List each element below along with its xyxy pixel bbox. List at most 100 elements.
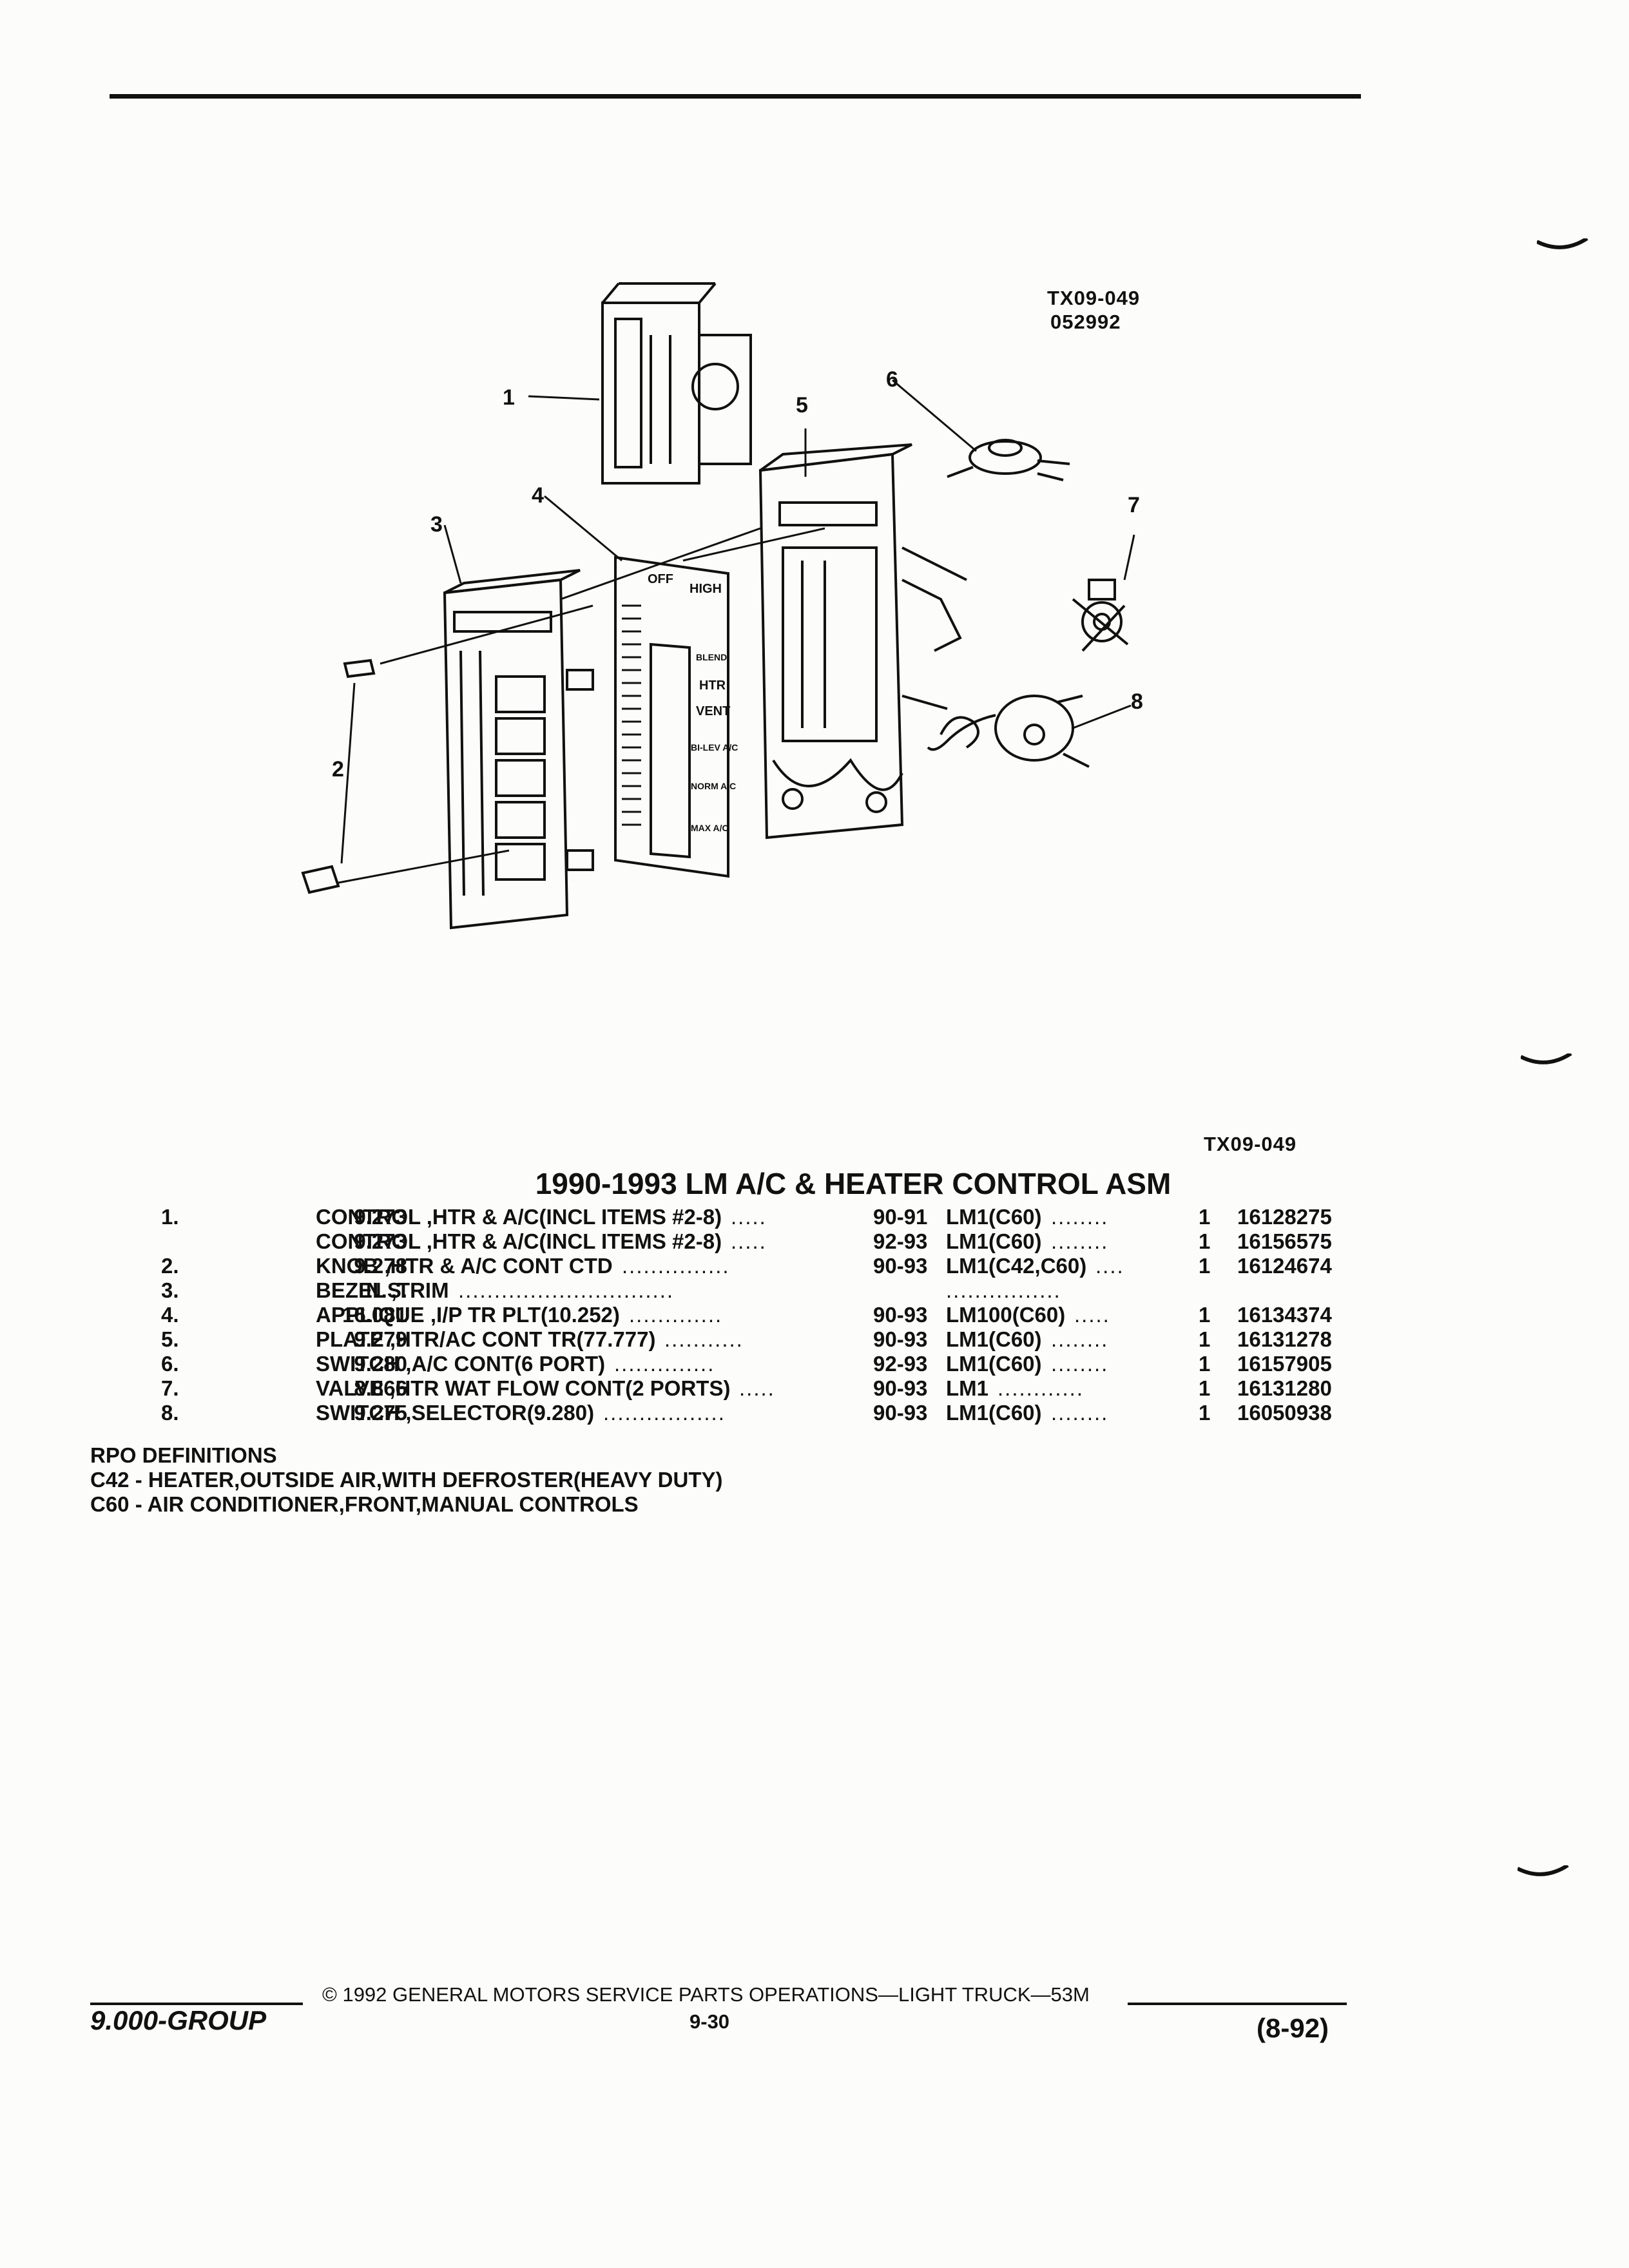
figure-ref-date: 052992	[1050, 311, 1121, 333]
part-model: LM1(C60)	[946, 1327, 1042, 1351]
part-group: 9.278	[354, 1254, 407, 1278]
part-years: 90-93	[873, 1401, 928, 1425]
part-qty: 1	[1199, 1254, 1211, 1278]
part-qty: 1	[1199, 1327, 1211, 1351]
callout-3: 3	[430, 512, 443, 537]
callout-8: 8	[1131, 689, 1143, 714]
part-group: 9.273	[354, 1229, 407, 1253]
leader-dots: ............	[998, 1376, 1084, 1400]
part-years: 90-91	[873, 1205, 928, 1229]
leader-dots: ................	[946, 1278, 1061, 1302]
part-group: 9.279	[354, 1327, 407, 1351]
leader-dots: .................	[603, 1401, 726, 1425]
part-number: 16131278	[1237, 1327, 1332, 1351]
footer-group: 9.000-GROUP	[90, 2005, 267, 2035]
figure-ref-code: TX09-049	[1047, 287, 1141, 309]
callout-4: 4	[532, 483, 544, 508]
part-index: 6.	[161, 1352, 179, 1376]
part-description: SWITCH ,A/C CONT(6 PORT)	[316, 1352, 606, 1376]
rpo-heading: RPO DEFINITIONS	[90, 1443, 277, 1467]
plate-drawing	[758, 443, 967, 840]
part-description: APPLIQUE ,I/P TR PLT(10.252)	[316, 1303, 620, 1327]
footer-rule-right	[1128, 2003, 1347, 2005]
valve-drawing	[1072, 579, 1129, 652]
part-description: KNOB ,HTR & A/C CONT CTD	[316, 1254, 613, 1278]
applique-drawing	[614, 555, 729, 878]
applique-label-bilev: BI-LEV A/C	[691, 742, 738, 753]
part-group: 8.866	[354, 1376, 407, 1400]
part-group: 9.273	[354, 1205, 407, 1229]
ac-switch-drawing	[947, 439, 1070, 481]
part-group: 9.280	[354, 1352, 407, 1376]
callout-2: 2	[332, 757, 344, 782]
part-number: 16131280	[1237, 1376, 1332, 1400]
footer-page-number: 9-30	[689, 2010, 730, 2033]
margin-mark	[1521, 1053, 1572, 1064]
leader-dots: .............	[629, 1303, 723, 1327]
part-description: CONTROL ,HTR & A/C(INCL ITEMS #2-8)	[316, 1205, 722, 1229]
part-years: 90-93	[873, 1254, 928, 1278]
caption-ref: TX09-049	[1204, 1133, 1297, 1155]
margin-mark	[1537, 238, 1588, 249]
leader-dots: ...............	[622, 1254, 730, 1278]
part-index: 8.	[161, 1401, 179, 1425]
part-qty: 1	[1199, 1229, 1211, 1253]
leader-dots: ........	[1051, 1205, 1109, 1229]
part-years: 92-93	[873, 1352, 928, 1376]
part-group: 16.081	[342, 1303, 407, 1327]
part-index: 1.	[161, 1205, 179, 1229]
applique-label-blend: BLEND	[696, 652, 727, 662]
part-description: VALVE ,HTR WAT FLOW CONT(2 PORTS)	[316, 1376, 731, 1400]
bezel-drawing	[443, 569, 594, 930]
rpo-item-c42: C42 - HEATER,OUTSIDE AIR,WITH DEFROSTER(…	[90, 1468, 723, 1492]
margin-mark	[1518, 1865, 1569, 1876]
leader-dots: ........	[1051, 1327, 1109, 1351]
leader-dots: ........	[1051, 1401, 1109, 1425]
exploded-diagram: OFF HIGH BLEND HTR VENT BI-LEV A/C NORM …	[301, 282, 1143, 930]
part-description: SWITCH ,SELECTOR(9.280)	[316, 1401, 595, 1425]
part-qty: 1	[1199, 1205, 1211, 1229]
footer-date: (8-92)	[1257, 2013, 1329, 2043]
leader-dots: .....	[731, 1229, 767, 1253]
part-index: 5.	[161, 1327, 179, 1351]
part-qty: 1	[1199, 1352, 1211, 1376]
knob-drawing	[301, 658, 376, 894]
leader-dots: .....	[1074, 1303, 1110, 1327]
part-model: LM1(C60)	[946, 1205, 1042, 1229]
leader-dots: ........	[1051, 1352, 1109, 1376]
leader-dots: ....	[1095, 1254, 1124, 1278]
control-assembly-drawing	[601, 282, 752, 485]
callout-7: 7	[1128, 493, 1140, 517]
part-years: 92-93	[873, 1229, 928, 1253]
part-index: 4.	[161, 1303, 179, 1327]
part-number: 16157905	[1237, 1352, 1332, 1376]
part-years: 90-93	[873, 1303, 928, 1327]
part-index: 2.	[161, 1254, 179, 1278]
part-years: 90-93	[873, 1327, 928, 1351]
part-number: 16050938	[1237, 1401, 1332, 1425]
part-index: 7.	[161, 1376, 179, 1400]
part-number: 16134374	[1237, 1303, 1332, 1327]
part-index: 3.	[161, 1278, 179, 1302]
leader-dots: ..............................	[458, 1278, 675, 1302]
footer-rule-left	[90, 2003, 303, 2005]
part-number: 16128275	[1237, 1205, 1332, 1229]
page-title: 1990-1993 LM A/C & HEATER CONTROL ASM	[535, 1167, 1171, 1200]
part-model: LM1(C60)	[946, 1401, 1042, 1425]
callout-5: 5	[796, 393, 808, 418]
part-description: PLATE ,HTR/AC CONT TR(77.777)	[316, 1327, 656, 1351]
selector-switch-drawing	[927, 695, 1090, 768]
part-model: LM1(C60)	[946, 1352, 1042, 1376]
leader-dots: .....	[731, 1205, 767, 1229]
callout-1: 1	[503, 385, 515, 410]
part-qty: 1	[1199, 1376, 1211, 1400]
part-model: LM1(C42,C60)	[946, 1254, 1087, 1278]
footer-copyright: © 1992 GENERAL MOTORS SERVICE PARTS OPER…	[322, 1983, 1090, 2006]
applique-label-off: OFF	[648, 572, 673, 586]
part-qty: 1	[1199, 1401, 1211, 1425]
part-years: 90-93	[873, 1376, 928, 1400]
applique-label-norm: NORM A/C	[691, 781, 736, 791]
part-group: 9.275	[354, 1401, 407, 1425]
applique-label-htr: HTR	[699, 678, 726, 693]
part-model: LM1(C60)	[946, 1229, 1042, 1253]
